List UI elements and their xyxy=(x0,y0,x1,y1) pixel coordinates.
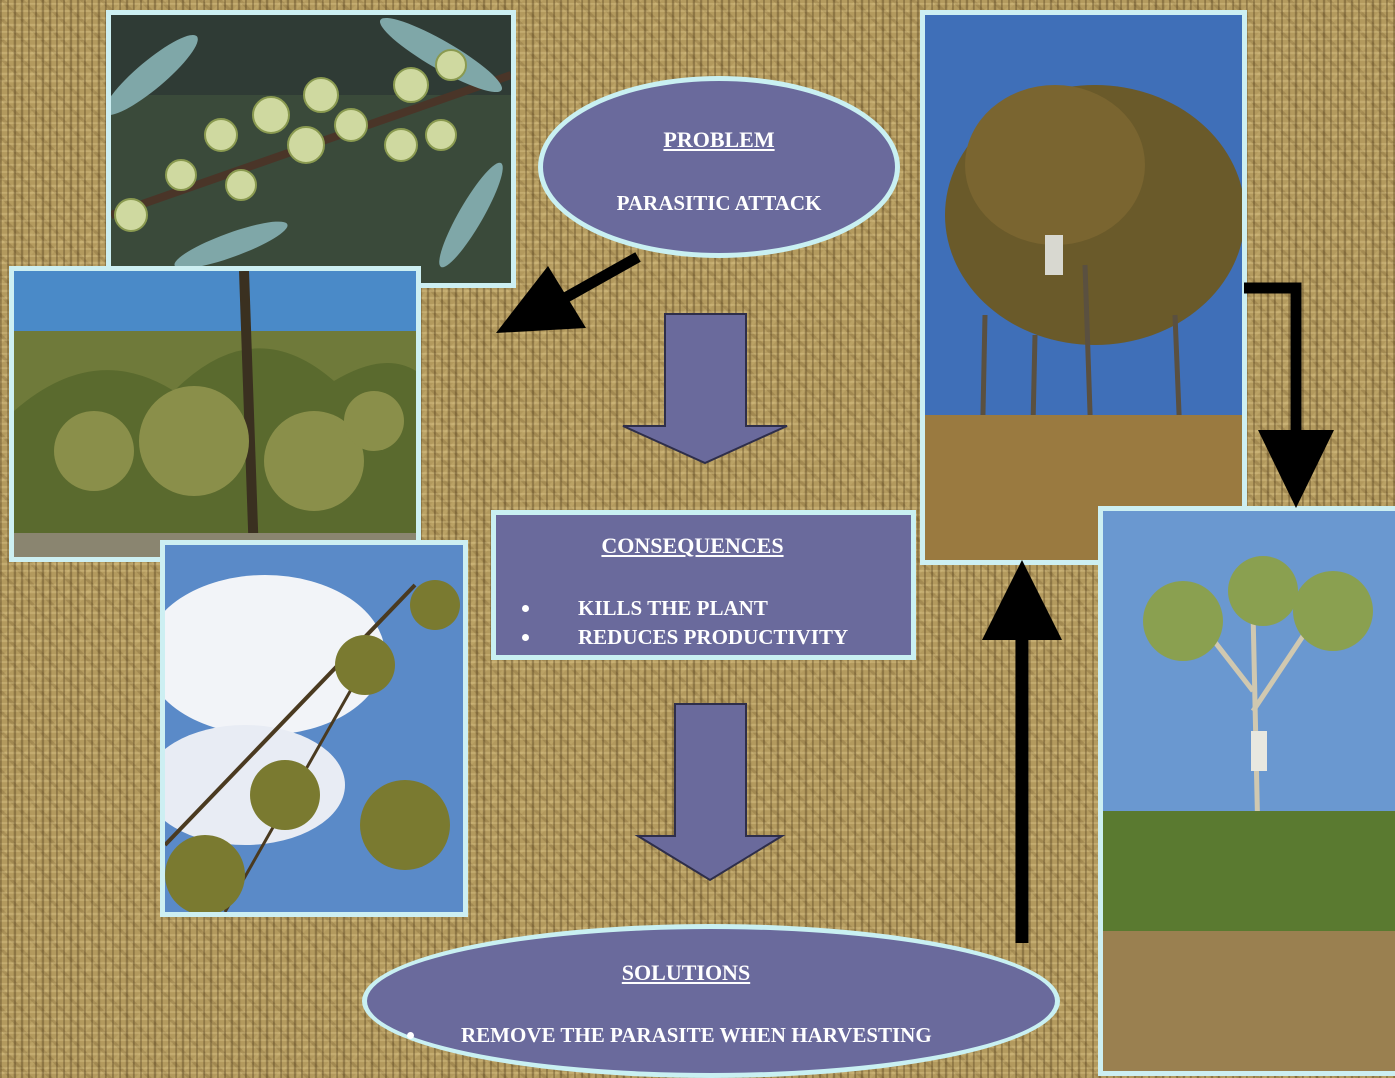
consequences-heading: CONSEQUENCES xyxy=(601,533,784,558)
solutions-ellipse: SOLUTIONS REMOVE THE PARASITE WHEN HARVE… xyxy=(362,924,1060,1078)
consequence-item: REDUCES PRODUCTIVITY xyxy=(496,623,916,652)
branch-sky-photo xyxy=(160,540,468,917)
down-arrow-2 xyxy=(634,703,786,882)
problem-to-photo-arrow xyxy=(496,252,641,333)
harvested-tree-photo xyxy=(1098,506,1395,1076)
problem-ellipse: PROBLEM PARASITIC ATTACK xyxy=(538,76,900,258)
solutions-heading: SOLUTIONS xyxy=(621,960,751,985)
problem-text: PARASITIC ATTACK xyxy=(616,191,822,215)
tree-climber-photo xyxy=(920,10,1247,565)
solution-item: REMOVE THE PARASITE WHEN HARVESTING xyxy=(367,1021,1057,1050)
infested-shrub-photo xyxy=(9,266,421,562)
solutions-to-tree-arrow xyxy=(982,560,1062,943)
down-arrow-1 xyxy=(622,313,788,465)
problem-heading: PROBLEM xyxy=(663,127,775,152)
amla-fruit-photo xyxy=(106,10,516,288)
consequences-box: CONSEQUENCES KILLS THE PLANT REDUCES PRO… xyxy=(491,510,916,660)
tree-to-harvest-arrow xyxy=(1244,282,1334,508)
consequence-item: KILLS THE PLANT xyxy=(496,594,916,623)
